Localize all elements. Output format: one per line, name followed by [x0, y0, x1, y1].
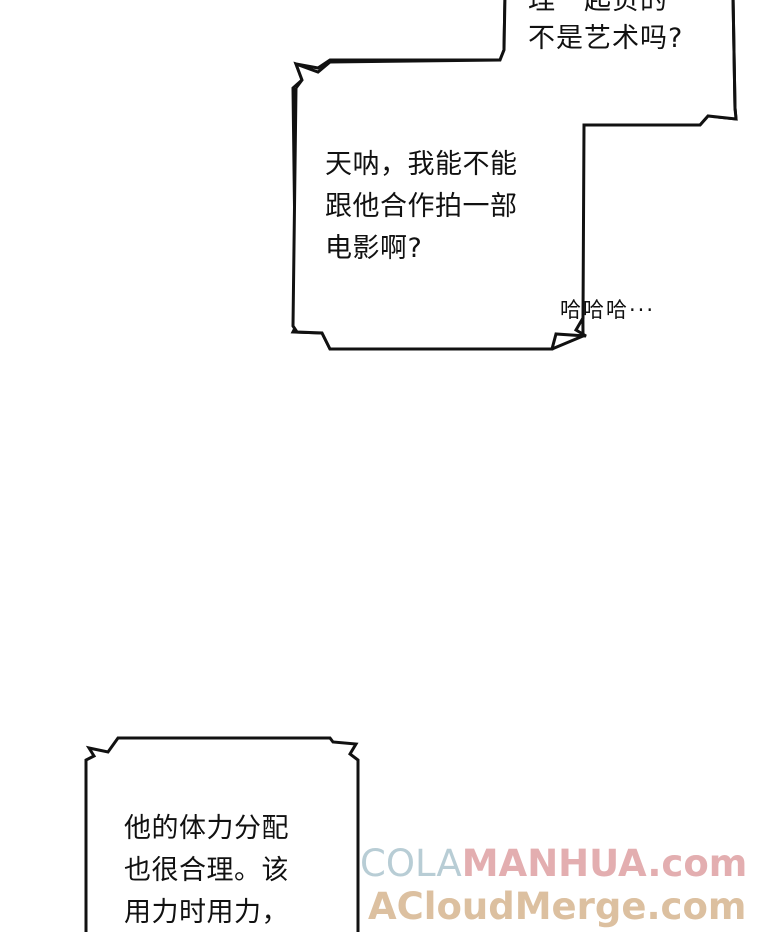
bubble-text-line: 也很合理。该 [124, 855, 289, 886]
bubble-text-line: 电影啊? [325, 233, 423, 264]
speech-bubble-bottom [84, 736, 360, 932]
bubble-text-line: 用力时用力， [124, 897, 289, 928]
watermark: COLAMANHUA.com ACloudMerge.com [360, 842, 760, 928]
watermark-line-2: ACloudMerge.com [368, 885, 747, 928]
speech-bubble-middle-outline [291, 0, 738, 351]
bubble-text-line: 跟他合作拍一部 [325, 191, 518, 222]
bubble-text-line: 理一起负的 [528, 0, 668, 16]
speech-bubble-middle [293, 0, 736, 349]
speech-bubble-middle-aside: 哈哈哈··· [560, 298, 656, 322]
speech-bubble-middle-text: 天呐，我能不能 跟他合作拍一部 电影啊? [325, 144, 518, 270]
bubble-text-line: 他的体力分配 [124, 813, 289, 844]
bubble-text-line: 天呐，我能不能 [325, 149, 518, 180]
speech-bubble-bottom-text: 他的体力分配 也很合理。该 用力时用力， [124, 808, 289, 934]
watermark-line-1: COLAMANHUA.com [360, 842, 760, 886]
watermark-cola: COLA [360, 842, 462, 885]
bubble-text-line: 不是艺术吗? [528, 23, 684, 54]
watermark-manhua: MANHUA.com [461, 842, 748, 885]
speech-bubble-top-text: 理一起负的 不是艺术吗? [528, 0, 683, 58]
